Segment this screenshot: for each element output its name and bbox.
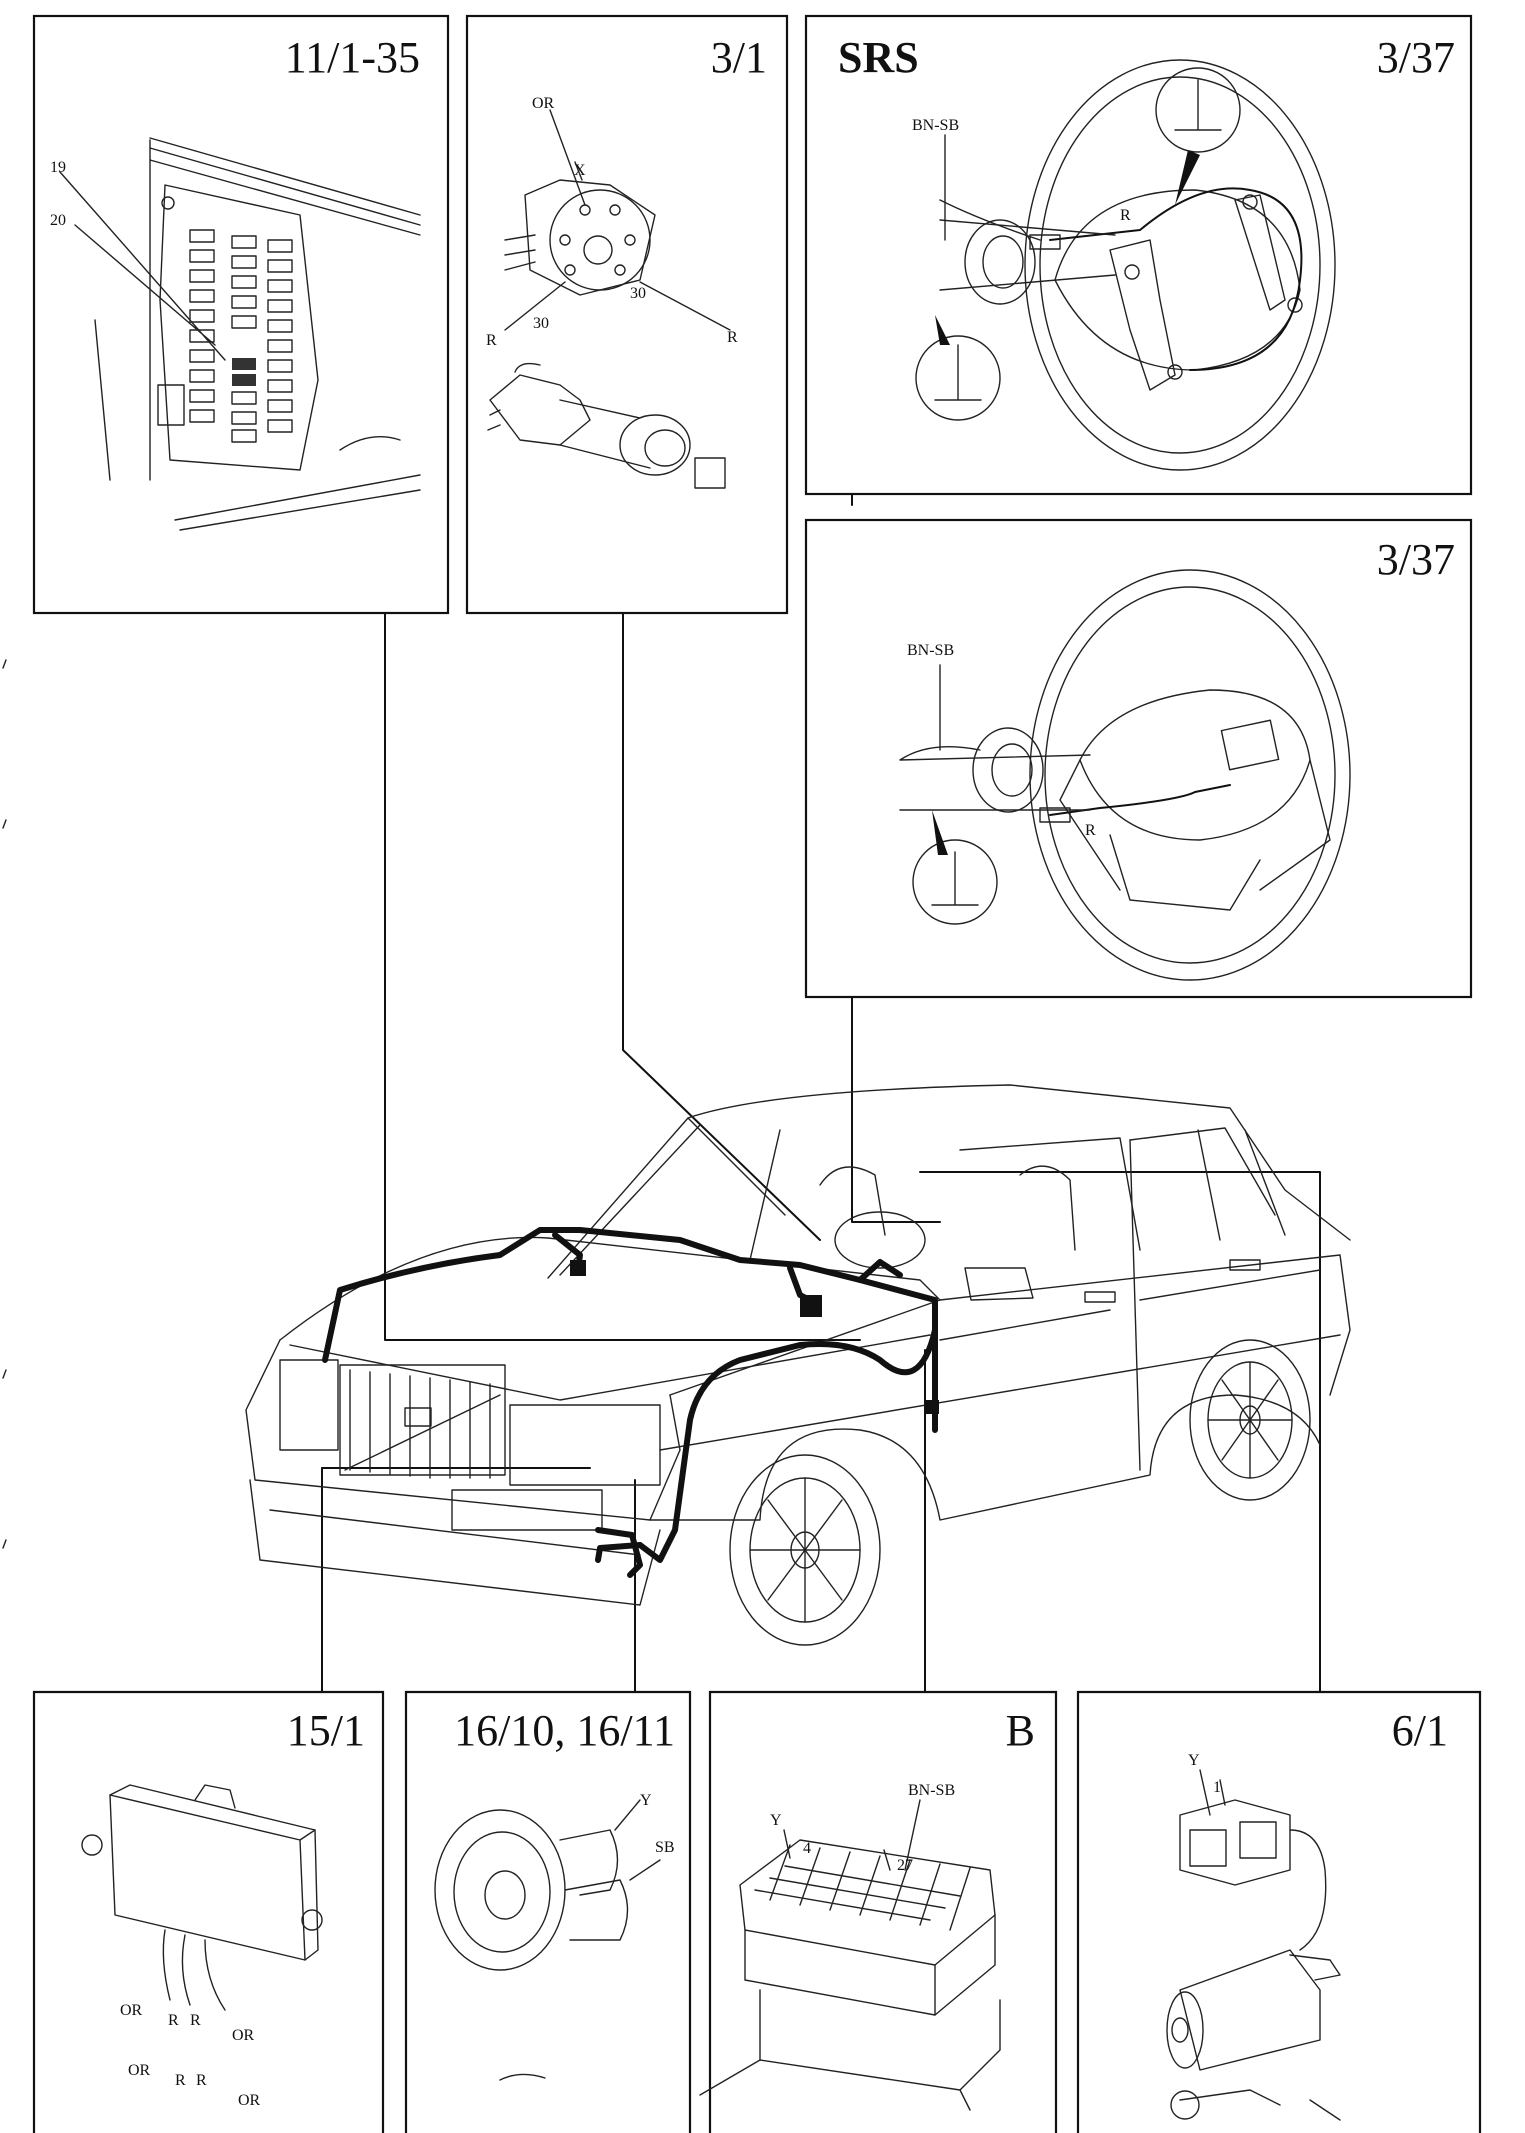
wire-label: R <box>727 329 738 346</box>
panel-fusebox: 11/1-35 19 20 <box>32 14 450 615</box>
pin-label: 4 <box>803 1840 811 1857</box>
panel-srs: SRS 3/37 BN-SB R <box>804 14 1473 496</box>
panel-title: 16/10, 16/11 <box>454 1706 675 1755</box>
panel-title: 3/37 <box>1377 535 1455 584</box>
wire-label: R <box>168 2012 179 2029</box>
wire-label: OR <box>238 2092 261 2109</box>
panel-title: B <box>1006 1706 1035 1755</box>
harness-connector <box>570 1260 586 1276</box>
panel-horn: 16/10, 16/11 Y SB <box>404 1690 692 2133</box>
wire-label: BN-SB <box>912 117 959 134</box>
panel-title: 3/1 <box>711 33 767 82</box>
wire-label: OR <box>120 2002 143 2019</box>
ground-icon <box>912 839 998 925</box>
panel-steering-wheel: 3/37 BN-SB R <box>804 518 1473 999</box>
panel-tag: SRS <box>838 33 919 82</box>
wiring-harness <box>322 1227 939 1578</box>
harness-connector <box>925 1400 939 1414</box>
panel-title: 11/1-35 <box>285 33 420 82</box>
wire-label: OR <box>128 2062 151 2079</box>
wire-label: R <box>1120 207 1131 224</box>
wire-label: Y <box>640 1792 652 1809</box>
wire-label: BN-SB <box>908 1782 955 1799</box>
ground-icon <box>915 335 1001 421</box>
wire-label: OR <box>232 2027 255 2044</box>
wire-label: R <box>1085 822 1096 839</box>
terminal-label: 30 <box>630 285 646 302</box>
wire-label: BN-SB <box>907 642 954 659</box>
panel-title: 6/1 <box>1392 1706 1448 1755</box>
ground-icon <box>1155 67 1241 153</box>
wire-label: R <box>486 332 497 349</box>
wire-label: Y <box>770 1812 782 1829</box>
wire-label: R <box>190 2012 201 2029</box>
wire-label: X <box>574 162 586 179</box>
wire-label: R <box>196 2072 207 2089</box>
panel-motor: 6/1 Y 1 <box>1076 1690 1482 2133</box>
harness-connector <box>800 1295 822 1317</box>
panel-control-unit: 15/1 OR R R OR OR R R OR <box>32 1690 385 2133</box>
terminal-label: 30 <box>533 315 549 332</box>
wire-label: Y <box>1188 1752 1200 1769</box>
panel-title: 3/37 <box>1377 33 1455 82</box>
panel-connector: B Y 4 BN-SB 27 <box>699 1690 1058 2133</box>
pin-label: 1 <box>1213 1779 1221 1796</box>
pin-label: 27 <box>897 1857 913 1874</box>
fuse-rows <box>189 229 293 443</box>
fuse-label: 19 <box>50 159 66 176</box>
panel-title: 15/1 <box>287 1706 365 1755</box>
fuse-label: 20 <box>50 212 66 229</box>
wire-label: OR <box>532 95 555 112</box>
car-illustration <box>245 1084 1351 1646</box>
margin-marks <box>2 659 7 1549</box>
wire-label: SB <box>655 1839 675 1856</box>
panel-ignition: 3/1 OR X 30 30 R R <box>465 14 789 615</box>
wire-label: R <box>175 2072 186 2089</box>
